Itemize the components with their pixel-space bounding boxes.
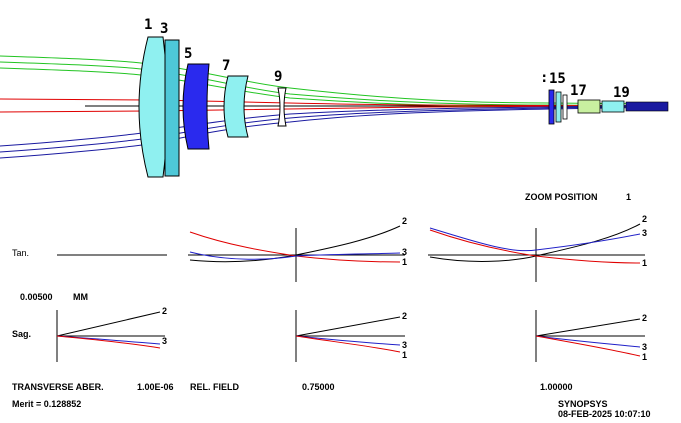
element-label-15: 15	[549, 71, 566, 87]
element-label-19: 19	[613, 85, 630, 101]
sag-100-label-1: 1	[642, 352, 648, 362]
lens-group-rear	[548, 89, 669, 125]
sag-000-label-3: 3	[162, 336, 168, 346]
zoom-position-value: 1	[626, 192, 632, 202]
rel-field-label: REL. FIELD	[190, 382, 239, 392]
lens-element-5	[182, 63, 210, 150]
image-plane	[625, 101, 669, 112]
sag-075-curve-1	[295, 335, 401, 353]
sag-100-curve-2	[535, 318, 641, 337]
element-label-3: 3	[160, 21, 169, 37]
sag-075-curve-3	[295, 335, 401, 346]
lens-element-16	[562, 94, 568, 120]
tan-075-curve-2	[189, 225, 401, 263]
aberration-plots	[56, 223, 645, 362]
sag-axes	[56, 310, 645, 362]
scale-value: 0.00500	[20, 292, 53, 302]
tan-075-label-3: 3	[402, 247, 408, 257]
lens-element-9	[277, 87, 287, 127]
lens-element-3	[164, 39, 180, 177]
zoom-position-label: ZOOM POSITION	[525, 192, 598, 202]
tan-100-label-3: 3	[642, 228, 648, 238]
sag-000-curve-1	[56, 335, 161, 349]
tan-label: Tan.	[12, 248, 30, 258]
tan-100-label-2: 2	[642, 214, 648, 224]
sag-100-label-2: 2	[642, 313, 648, 323]
lens-element-19	[601, 100, 625, 113]
sag-100-label-3: 3	[642, 342, 648, 352]
rel-field-full: 1.00000	[540, 382, 573, 392]
sag-075-label-2: 2	[402, 311, 408, 321]
lens-system	[0, 36, 669, 178]
lens-element-15	[555, 91, 562, 123]
ray-bundle-blue	[0, 104, 669, 159]
tan-075-label-2: 2	[402, 216, 408, 226]
tan-075-label-1: 1	[402, 257, 408, 267]
sag-100-curve-3	[535, 335, 641, 348]
sag-000-label-2: 2	[162, 306, 168, 316]
tan-075-curve-3	[189, 251, 401, 260]
tan-100-label-1: 1	[642, 258, 648, 268]
element-label-9: 9	[274, 69, 283, 85]
element-label-5: 5	[184, 46, 193, 62]
scale-unit: MM	[73, 292, 88, 302]
transverse-aber-value: 1.00E-06	[137, 382, 174, 392]
rel-field-mid: 0.75000	[302, 382, 335, 392]
element-label-7: 7	[222, 58, 231, 74]
lens-element-13	[548, 89, 555, 125]
program-name: SYNOPSYS	[558, 399, 608, 409]
timestamp: 08-FEB-2025 10:07:10	[558, 409, 651, 419]
sag-075-label-3: 3	[402, 340, 408, 350]
lens-element-17	[577, 99, 601, 114]
transverse-aber-label: TRANSVERSE ABER.	[12, 382, 104, 392]
sag-100-curve-1	[535, 335, 641, 357]
lens-element-1	[138, 36, 168, 178]
ray-bundle-green	[0, 55, 669, 109]
tan-axes	[57, 228, 645, 282]
lens-element-7	[223, 75, 249, 138]
tan-100-curve-1	[429, 229, 641, 264]
sag-075-label-1: 1	[402, 350, 408, 360]
element-label-17: 17	[570, 83, 587, 99]
sag-000-curve-2	[56, 311, 161, 337]
tan-100-curve-3	[429, 227, 641, 252]
sag-075-curve-2	[295, 316, 401, 337]
element-label-13: :	[540, 70, 549, 86]
sag-label: Sag.	[12, 329, 32, 339]
merit-value: Merit = 0.128852	[12, 399, 82, 409]
element-label-1: 1	[144, 17, 153, 33]
